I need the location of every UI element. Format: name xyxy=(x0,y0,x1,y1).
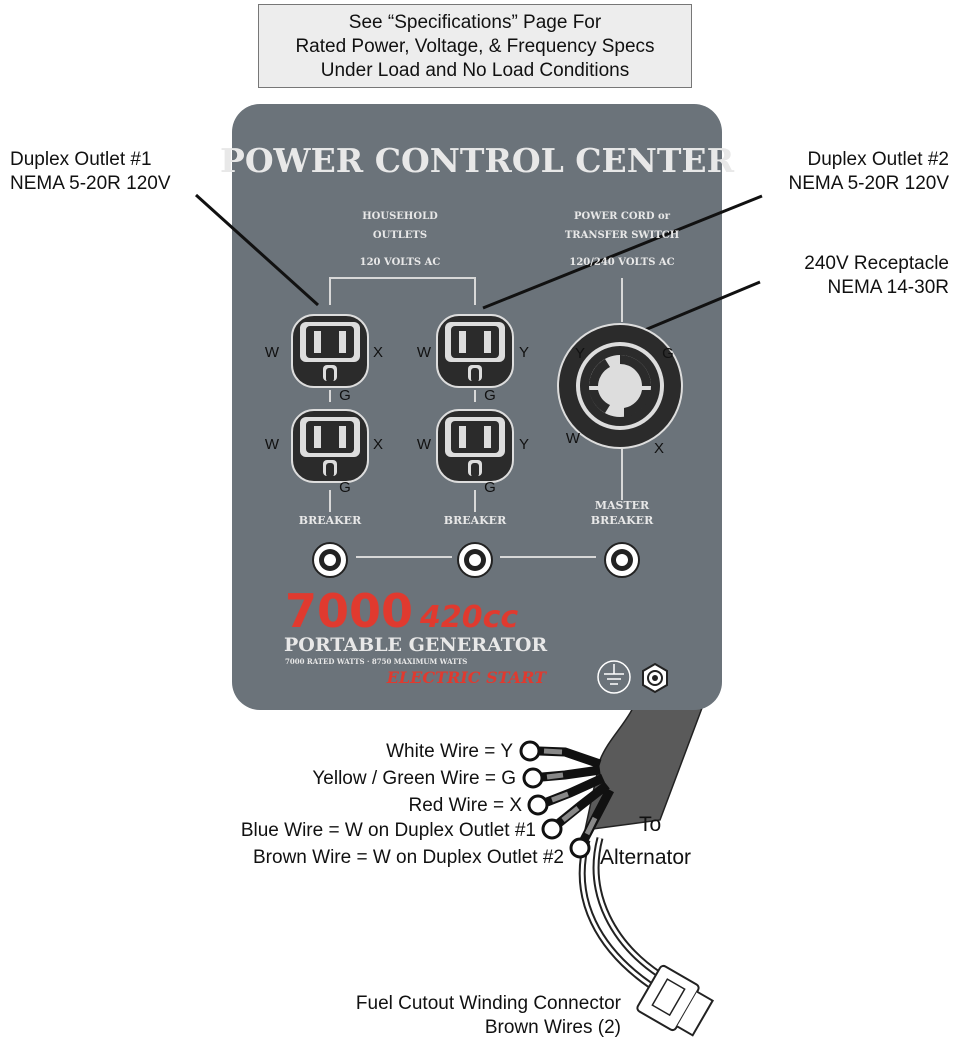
outlet-2-bottom-y: Y xyxy=(519,436,529,453)
red-wire-terminal xyxy=(527,773,605,816)
receptacle-240v-spec: NEMA 14-30R xyxy=(827,277,949,298)
white-wire-terminal xyxy=(519,740,602,769)
outlet-2-bottom-g: G xyxy=(484,479,496,496)
outlet-1-bottom-w: W xyxy=(265,436,280,453)
electric-start-label: ELECTRIC START xyxy=(386,668,547,687)
note-line-3: Under Load and No Load Conditions xyxy=(320,60,630,81)
receptacle-y: Y xyxy=(575,345,585,362)
outlet-1-top-x: X xyxy=(373,344,383,361)
note-line-1: See “Specifications” Page For xyxy=(348,12,602,33)
specifications-note: See “Specifications” Page For Rated Powe… xyxy=(258,4,692,88)
wire-terminals xyxy=(519,740,614,859)
outlet-2-bottom-w: W xyxy=(417,436,432,453)
control-panel xyxy=(232,104,722,710)
watts-rating: 7000 RATED WATTS · 8750 MAXIMUM WATTS xyxy=(285,657,467,666)
outlet-1-bottom-receptacle xyxy=(291,409,369,483)
receptacle-x: X xyxy=(654,440,664,457)
breaker-2-label: BREAKER xyxy=(444,514,507,527)
duplex-outlet-1-title: Duplex Outlet #1 xyxy=(10,149,152,170)
outlet-1-top-g: G xyxy=(339,387,351,404)
leader-duplex-2 xyxy=(482,194,763,310)
master-breaker-label-2: BREAKER xyxy=(591,514,654,527)
model-displacement: 420cc xyxy=(419,600,518,635)
outlet-2-top-y: Y xyxy=(519,344,529,361)
cord-label-1: POWER CORD or xyxy=(574,211,671,222)
duplex-outlet-1-label: Duplex Outlet #1 NEMA 5-20R 120V xyxy=(10,148,171,196)
outlet-1-top-w: W xyxy=(265,344,280,361)
receptacle-240v: Y G W X xyxy=(557,323,683,457)
receptacle-g: G xyxy=(662,345,674,362)
master-breaker-label-1: MASTER xyxy=(595,499,650,512)
outlet-2-top-g: G xyxy=(484,387,496,404)
outlet-2-top-receptacle xyxy=(436,314,514,388)
blue-wire-terminal xyxy=(541,781,610,840)
brown-wire-terminal xyxy=(569,787,614,859)
blue-wire-label: Blue Wire = W on Duplex Outlet #1 xyxy=(240,820,536,841)
breaker-1-label: BREAKER xyxy=(299,514,362,527)
outlet-2-bottom-receptacle xyxy=(436,409,514,483)
connector-label: Fuel Cutout Winding Connector Brown Wire… xyxy=(356,992,621,1040)
household-label-2: OUTLETS xyxy=(373,230,427,241)
duplex-outlet-2-spec: NEMA 5-20R 120V xyxy=(788,173,949,194)
white-wire-label: White Wire = Y xyxy=(386,741,513,762)
leader-receptacle xyxy=(632,280,761,337)
fuel-cutout-connector xyxy=(636,964,715,1037)
household-volts: 120 VOLTS AC xyxy=(360,257,441,268)
breaker-1[interactable] xyxy=(312,542,348,578)
receptacle-w: W xyxy=(566,430,581,447)
outlet-2-top-w: W xyxy=(417,344,432,361)
note-line-2: Rated Power, Voltage, & Frequency Specs xyxy=(295,36,655,57)
ground-icon xyxy=(597,660,631,694)
ground-lug[interactable] xyxy=(642,662,668,694)
to-alternator-line-1: To xyxy=(639,813,662,836)
callout-leaders xyxy=(194,193,763,337)
duplex-outlet-2-title: Duplex Outlet #2 xyxy=(807,149,949,170)
connector-subtitle: Brown Wires (2) xyxy=(484,1017,621,1038)
outlet-1-bottom-x: X xyxy=(373,436,383,453)
receptacle-240v-label: 240V Receptacle NEMA 14-30R xyxy=(804,252,949,300)
panel-wiring xyxy=(329,277,623,558)
brown-wire-label: Brown Wire = W on Duplex Outlet #2 xyxy=(253,847,564,868)
yellow-green-wire-label: Yellow / Green Wire = G xyxy=(312,768,516,789)
cable-bundle xyxy=(578,689,707,988)
household-label-1: HOUSEHOLD xyxy=(362,211,438,222)
duplex-outlet-1: W X G W X G xyxy=(265,314,383,496)
red-wire-label: Red Wire = X xyxy=(408,795,522,816)
leader-duplex-1 xyxy=(194,193,320,307)
master-breaker[interactable] xyxy=(604,542,640,578)
yellow-green-wire-terminal xyxy=(522,765,601,789)
cord-label-2: TRANSFER SWITCH xyxy=(565,230,679,241)
outlet-1-bottom-g: G xyxy=(339,479,351,496)
cord-volts: 120/240 VOLTS AC xyxy=(569,257,674,268)
product-name: PORTABLE GENERATOR xyxy=(284,634,547,656)
panel-title: POWER CONTROL CENTER xyxy=(220,141,735,180)
duplex-outlet-2-label: Duplex Outlet #2 NEMA 5-20R 120V xyxy=(788,148,949,196)
receptacle-240v-title: 240V Receptacle xyxy=(804,253,949,274)
duplex-outlet-2: W Y G W Y G xyxy=(417,314,529,496)
breaker-2[interactable] xyxy=(457,542,493,578)
to-alternator-line-2: Alternator xyxy=(600,846,692,869)
outlet-1-top-receptacle xyxy=(291,314,369,388)
model-number: 7000 xyxy=(285,584,413,638)
duplex-outlet-1-spec: NEMA 5-20R 120V xyxy=(10,173,171,194)
connector-title: Fuel Cutout Winding Connector xyxy=(355,993,621,1014)
